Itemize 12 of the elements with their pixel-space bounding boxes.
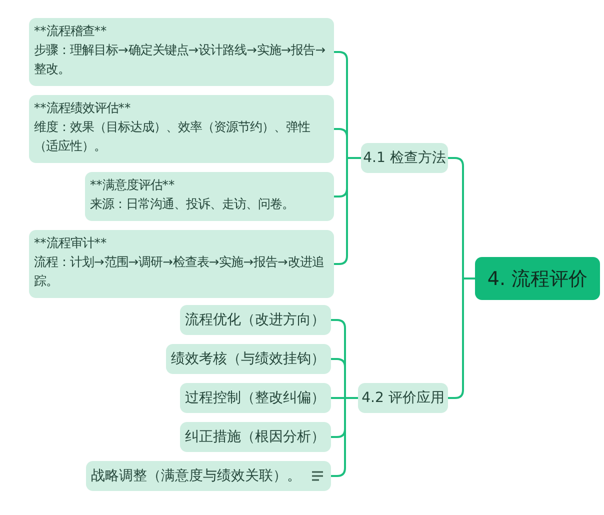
central-topic-box: 4. 流程评价	[475, 257, 600, 300]
note-box: **流程绩效评估** 维度：效果（目标达成）、效率（资源节约）、弹性（适应性）。	[29, 95, 334, 163]
note-box: **流程审计** 流程：计划→范围→调研→检查表→实施→报告→改进追踪。	[29, 230, 334, 298]
subtopic-box: 4.2 评价应用	[358, 383, 448, 413]
topic-box: 过程控制（整改纠偏）	[180, 383, 331, 413]
topic-box: 流程优化（改进方向）	[180, 305, 331, 335]
topic-box: 纠正措施（根因分析）	[180, 422, 331, 452]
note-box: **流程稽查** 步骤：理解目标→确定关键点→设计路线→实施→报告→整改。	[29, 18, 334, 86]
note-box: **满意度评估** 来源：日常沟通、投诉、走访、问卷。	[85, 172, 334, 221]
subtopic-box: 4.1 检查方法	[361, 143, 448, 173]
topic-box: 战略调整（满意度与绩效关联）。	[86, 461, 331, 491]
topic-box: 绩效考核（与绩效挂钩）	[166, 344, 331, 374]
